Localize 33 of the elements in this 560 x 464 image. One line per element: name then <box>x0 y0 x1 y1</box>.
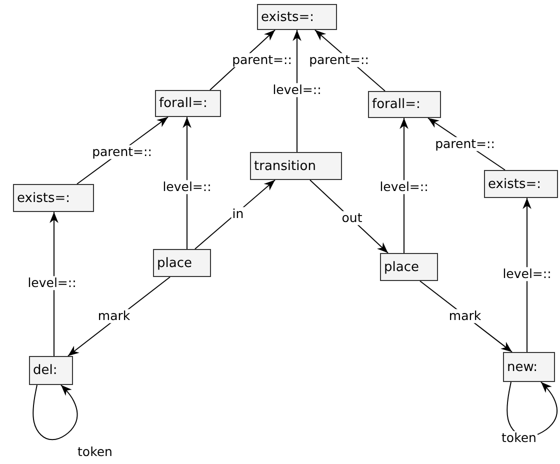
arrow <box>50 212 58 356</box>
edge-label: parent=:: <box>434 137 496 151</box>
node-box: forall=: <box>155 90 221 117</box>
self-loop-arrow <box>32 384 78 440</box>
node-box: new: <box>503 352 555 382</box>
arrow <box>310 180 388 254</box>
edge-label: out <box>340 211 364 225</box>
node-box: place <box>153 249 211 277</box>
edge-label: in <box>231 207 245 221</box>
edge-label: parent=:: <box>91 145 153 159</box>
node-box: exists=: <box>484 170 558 198</box>
node-box: place <box>380 253 438 281</box>
node-box: del: <box>29 356 73 385</box>
arrow <box>400 118 408 254</box>
edge-label: level=:: <box>162 180 212 194</box>
arrow <box>182 116 192 250</box>
arrow <box>292 30 302 152</box>
node-box: forall=: <box>368 91 441 118</box>
edge-label: level=:: <box>378 180 430 194</box>
node-box: transition <box>250 152 342 180</box>
edge-label: parent=:: <box>308 53 370 67</box>
edge-label: token <box>76 445 114 459</box>
arrow <box>522 198 532 352</box>
arrow <box>194 180 276 250</box>
edge-label: token <box>500 431 538 445</box>
node-box: exists=: <box>257 4 337 30</box>
edge-label: parent=:: <box>231 53 293 67</box>
edge-label: level=:: <box>272 83 322 97</box>
edge-label: level=:: <box>26 276 78 290</box>
edge-label: level=:: <box>502 267 552 281</box>
edge-label: mark <box>96 309 132 323</box>
node-box: exists=: <box>13 184 94 212</box>
edge-label: mark <box>448 309 482 323</box>
